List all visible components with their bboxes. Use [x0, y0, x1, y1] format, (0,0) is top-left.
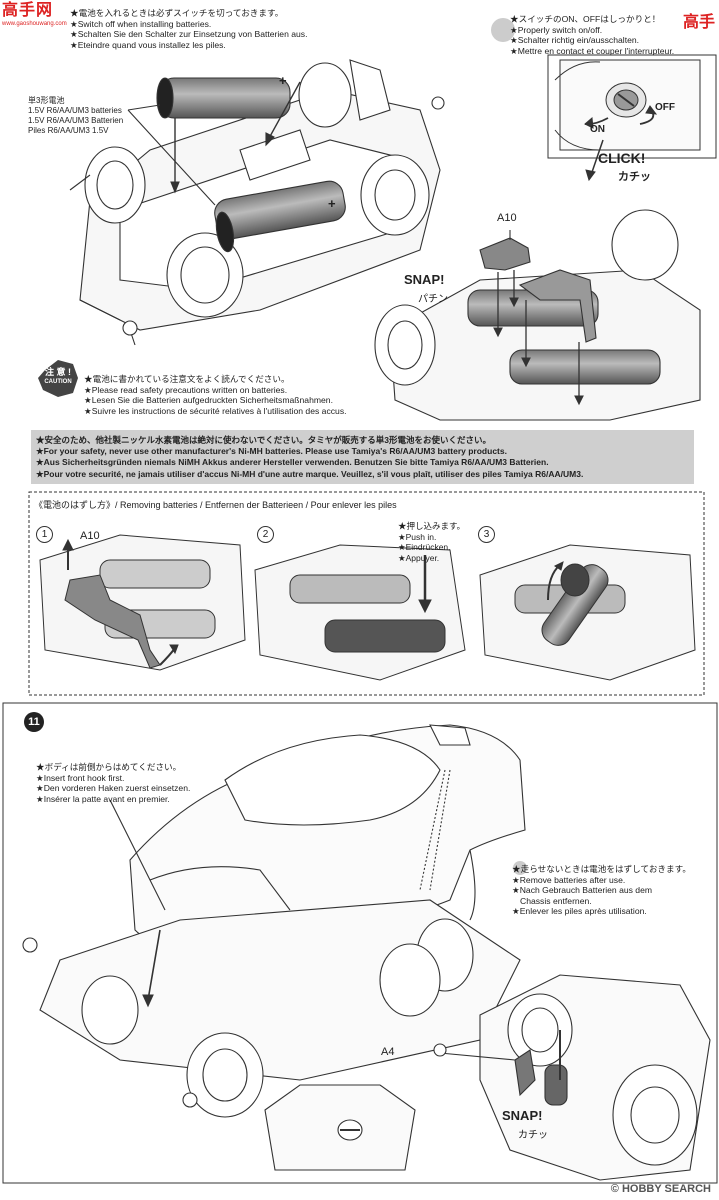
remove-note-de: ★Nach Gebrauch Batterien aus dem: [512, 885, 653, 896]
nimh-warning-fr: ★Pour votre securité, ne jamais utiliser…: [36, 468, 584, 479]
remove-notes: ★走らせないときは電池をはずしておきます。 ★Remove batteries …: [512, 864, 691, 917]
caution-note-en: ★Please read safety precautions written …: [84, 384, 288, 395]
push-notes: ★押し込みます。 ★Push in. ★Eindrücken. ★Appuyer…: [398, 521, 465, 563]
caution-note-de: ★Lesen Sie die Batterien aufgedruckten S…: [84, 395, 333, 406]
watermark-logo-left: 高手网 www.gaoshouwang.com: [2, 2, 70, 34]
caution-badge: [38, 360, 78, 397]
caution-note-jp: ★電池に書かれている注意文をよく読んでください。: [84, 374, 290, 384]
push-note-fr: ★Appuyer.: [398, 552, 440, 563]
nimh-warning-jp: ★安全のため、他社製ニッケル水素電池は絶対に使わないでください。タミヤが販売する…: [36, 435, 491, 445]
removing-batteries-box: [28, 491, 705, 696]
battery-label: 単3形電池 1.5V R6/AA/UM3 batteries 1.5V R6/A…: [28, 96, 123, 136]
plus-sign-top: +: [279, 73, 287, 88]
battery-label-en: 1.5V R6/AA/UM3 batteries: [28, 106, 122, 115]
body-note-fr: ★Insérer la patte avant en premier.: [36, 793, 170, 804]
push-note-jp: ★押し込みます。: [398, 521, 466, 531]
nimh-warning-text: ★安全のため、他社製ニッケル水素電池は絶対に使わないでください。タミヤが販売する…: [36, 435, 583, 480]
plus-sign-installed: +: [328, 196, 336, 211]
body-note-en: ★Insert front hook first.: [36, 772, 125, 783]
step11-number: 11: [24, 712, 44, 732]
switch-on-label: ON: [590, 124, 605, 135]
nimh-warning-en: ★For your safety, never use other manufa…: [36, 446, 507, 457]
step11-frame: [2, 702, 718, 1184]
watermark-prefix: ©: [610, 1183, 622, 1195]
removing-step1: 1: [36, 526, 53, 543]
removal-step-illustrations: [39, 534, 696, 681]
switch-click-label: CLICK!: [598, 150, 646, 166]
switch-click-jp: カチッ: [618, 171, 651, 183]
install-note-jp: ★電池を入れるときは必ずスイッチを切っておきます。: [70, 8, 284, 18]
caution-note-fr: ★Suivre les instructions de sécurité rel…: [84, 405, 347, 416]
install-note-de: ★Schalten Sie den Schalter zur Einsetzun…: [70, 29, 308, 40]
body-note-jp: ★ボディは前側からはめてください。: [36, 762, 182, 772]
part-a10-label: A10: [497, 212, 517, 224]
battery-label-de: 1.5V R6/AA/UM3 Batterien: [28, 116, 124, 125]
snap-label-bottom: SNAP!: [502, 1108, 543, 1123]
a10-snap-illustration: [374, 209, 701, 421]
nimh-warning-box: [31, 430, 694, 484]
remove-note-fr: ★Enlever les piles après utilisation.: [512, 906, 647, 917]
switch-note-en: ★Properly switch on/off.: [510, 24, 603, 35]
chassis-battery-install-illustration: [69, 59, 445, 346]
caution-badge-en: CAUTION: [44, 379, 72, 385]
battery-label-fr: Piles R6/AA/UM3 1.5V: [28, 126, 109, 135]
install-notes: ★電池を入れるときは必ずスイッチを切っておきます。 ★Switch off wh…: [70, 8, 308, 50]
watermark-hobby-search: © HOBBY SEARCH: [611, 1183, 711, 1195]
removing-step2: 2: [257, 526, 274, 543]
watermark-graphics: [491, 18, 527, 875]
snap-label-top: SNAP!: [404, 272, 445, 287]
remove-note-en: ★Remove batteries after use.: [512, 874, 626, 885]
switch-off-label: OFF: [655, 102, 675, 113]
caution-notes: ★電池に書かれている注意文をよく読んでください。 ★Please read sa…: [84, 374, 347, 416]
removing-step3: 3: [478, 526, 495, 543]
snap-label-top-jp: パチン: [418, 294, 448, 305]
nimh-warning-de: ★Aus Sicherheitsgründen niemals NiMH Akk…: [36, 457, 549, 468]
part-a4-label: A4: [381, 1046, 395, 1058]
body-note-de: ★Den vorderen Haken zuerst einsetzen.: [36, 783, 191, 794]
snap-label-bottom-jp: カチッ: [518, 1130, 548, 1141]
remove-note-de-cont: Chassis entfernen.: [520, 895, 592, 906]
step11-illustrations: [22, 724, 711, 1181]
remove-note-jp: ★走らせないときは電池をはずしておきます。: [512, 864, 691, 874]
caution-badge-text: 注 意 ! CAUTION: [36, 367, 80, 387]
watermark-logo-left-url: www.gaoshouwang.com: [2, 21, 67, 27]
switch-note-fr: ★Mettre en contact et couper l'interrupt…: [510, 45, 675, 56]
watermark-logo-right: 高手: [682, 14, 715, 31]
removing-part-a10: A10: [80, 530, 100, 542]
body-notes: ★ボディは前側からはめてください。 ★Insert front hook fir…: [36, 762, 190, 804]
watermark-logo-left-text: 高手网: [2, 2, 54, 19]
install-note-fr: ★Eteindre quand vous installez les piles…: [70, 39, 226, 50]
switch-notes: ★スイッチのON、OFFはしっかりと！ ★Properly switch on/…: [510, 14, 674, 56]
switch-note-jp: ★スイッチのON、OFFはしっかりと！: [510, 14, 661, 24]
install-note-en: ★Switch off when installing batteries.: [70, 18, 212, 29]
caution-badge-jp: 注 意 !: [45, 367, 71, 377]
push-note-de: ★Eindrücken.: [398, 542, 451, 552]
push-note-en: ★Push in.: [398, 531, 437, 542]
battery-label-jp: 単3形電池: [28, 96, 65, 105]
switch-detail-illustration: [547, 54, 717, 182]
switch-note-de: ★Schalter richtig ein/ausschalten.: [510, 35, 640, 46]
removing-title: 《電池のはずし方》/ Removing batteries / Entferne…: [34, 500, 397, 510]
watermark-hobby-search-text: HOBBY SEARCH: [621, 1183, 711, 1195]
